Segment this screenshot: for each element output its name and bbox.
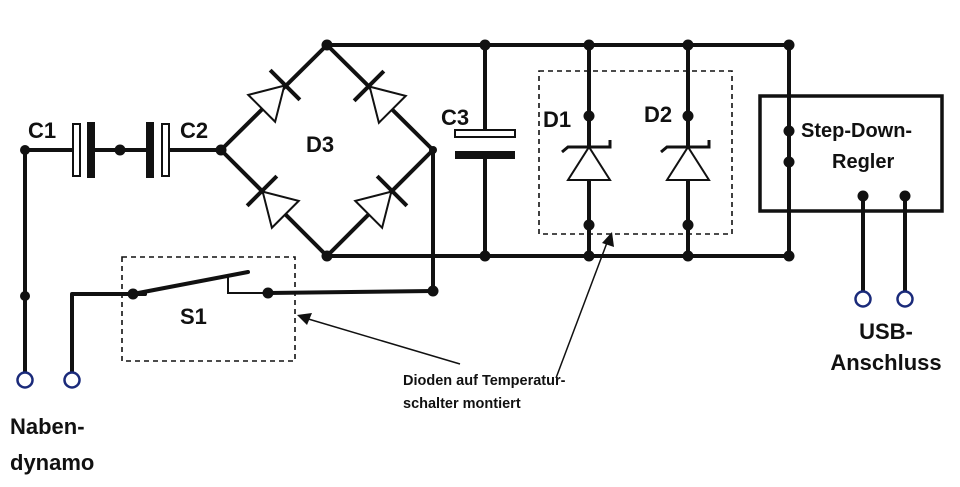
dynamo-label-line1: Naben- [10, 414, 85, 439]
capacitor-c2 [146, 122, 170, 178]
usb-terminal-left [854, 290, 872, 308]
usb-terminal-right [896, 290, 914, 308]
label-c2: C2 [180, 118, 208, 143]
step-down-regulator [758, 94, 944, 300]
label-c1: C1 [28, 118, 56, 143]
switch-s1 [121, 256, 435, 362]
regulator-label-line1: Step-Down- [801, 120, 912, 142]
label-d2: D2 [644, 102, 672, 127]
zener-d2 [660, 43, 711, 258]
label-d1: D1 [543, 107, 571, 132]
usb-label-line2: Anschluss [830, 350, 941, 375]
junction-nodes [20, 39, 911, 301]
bridge-rectifier-d3 [219, 43, 435, 258]
capacitor-c1 [72, 122, 95, 178]
temperature-switch-boundary [538, 70, 733, 235]
label-d3: D3 [306, 132, 334, 157]
annotation-line2: schalter montiert [403, 396, 521, 412]
input-wiring [23, 148, 223, 374]
capacitor-c3 [454, 43, 516, 258]
usb-label-line1: USB- [859, 319, 913, 344]
label-s1: S1 [180, 304, 207, 329]
dynamo-terminal-right [63, 371, 81, 389]
dc-rails [325, 43, 791, 293]
zener-d1 [561, 43, 612, 258]
label-c3: C3 [441, 105, 469, 130]
regulator-label-line2: Regler [832, 151, 894, 173]
dynamo-terminal-left [16, 371, 34, 389]
annotation-arrows [297, 232, 614, 379]
dynamo-label-line2: dynamo [10, 450, 94, 475]
annotation-line1: Dioden auf Temperatur- [403, 373, 566, 389]
